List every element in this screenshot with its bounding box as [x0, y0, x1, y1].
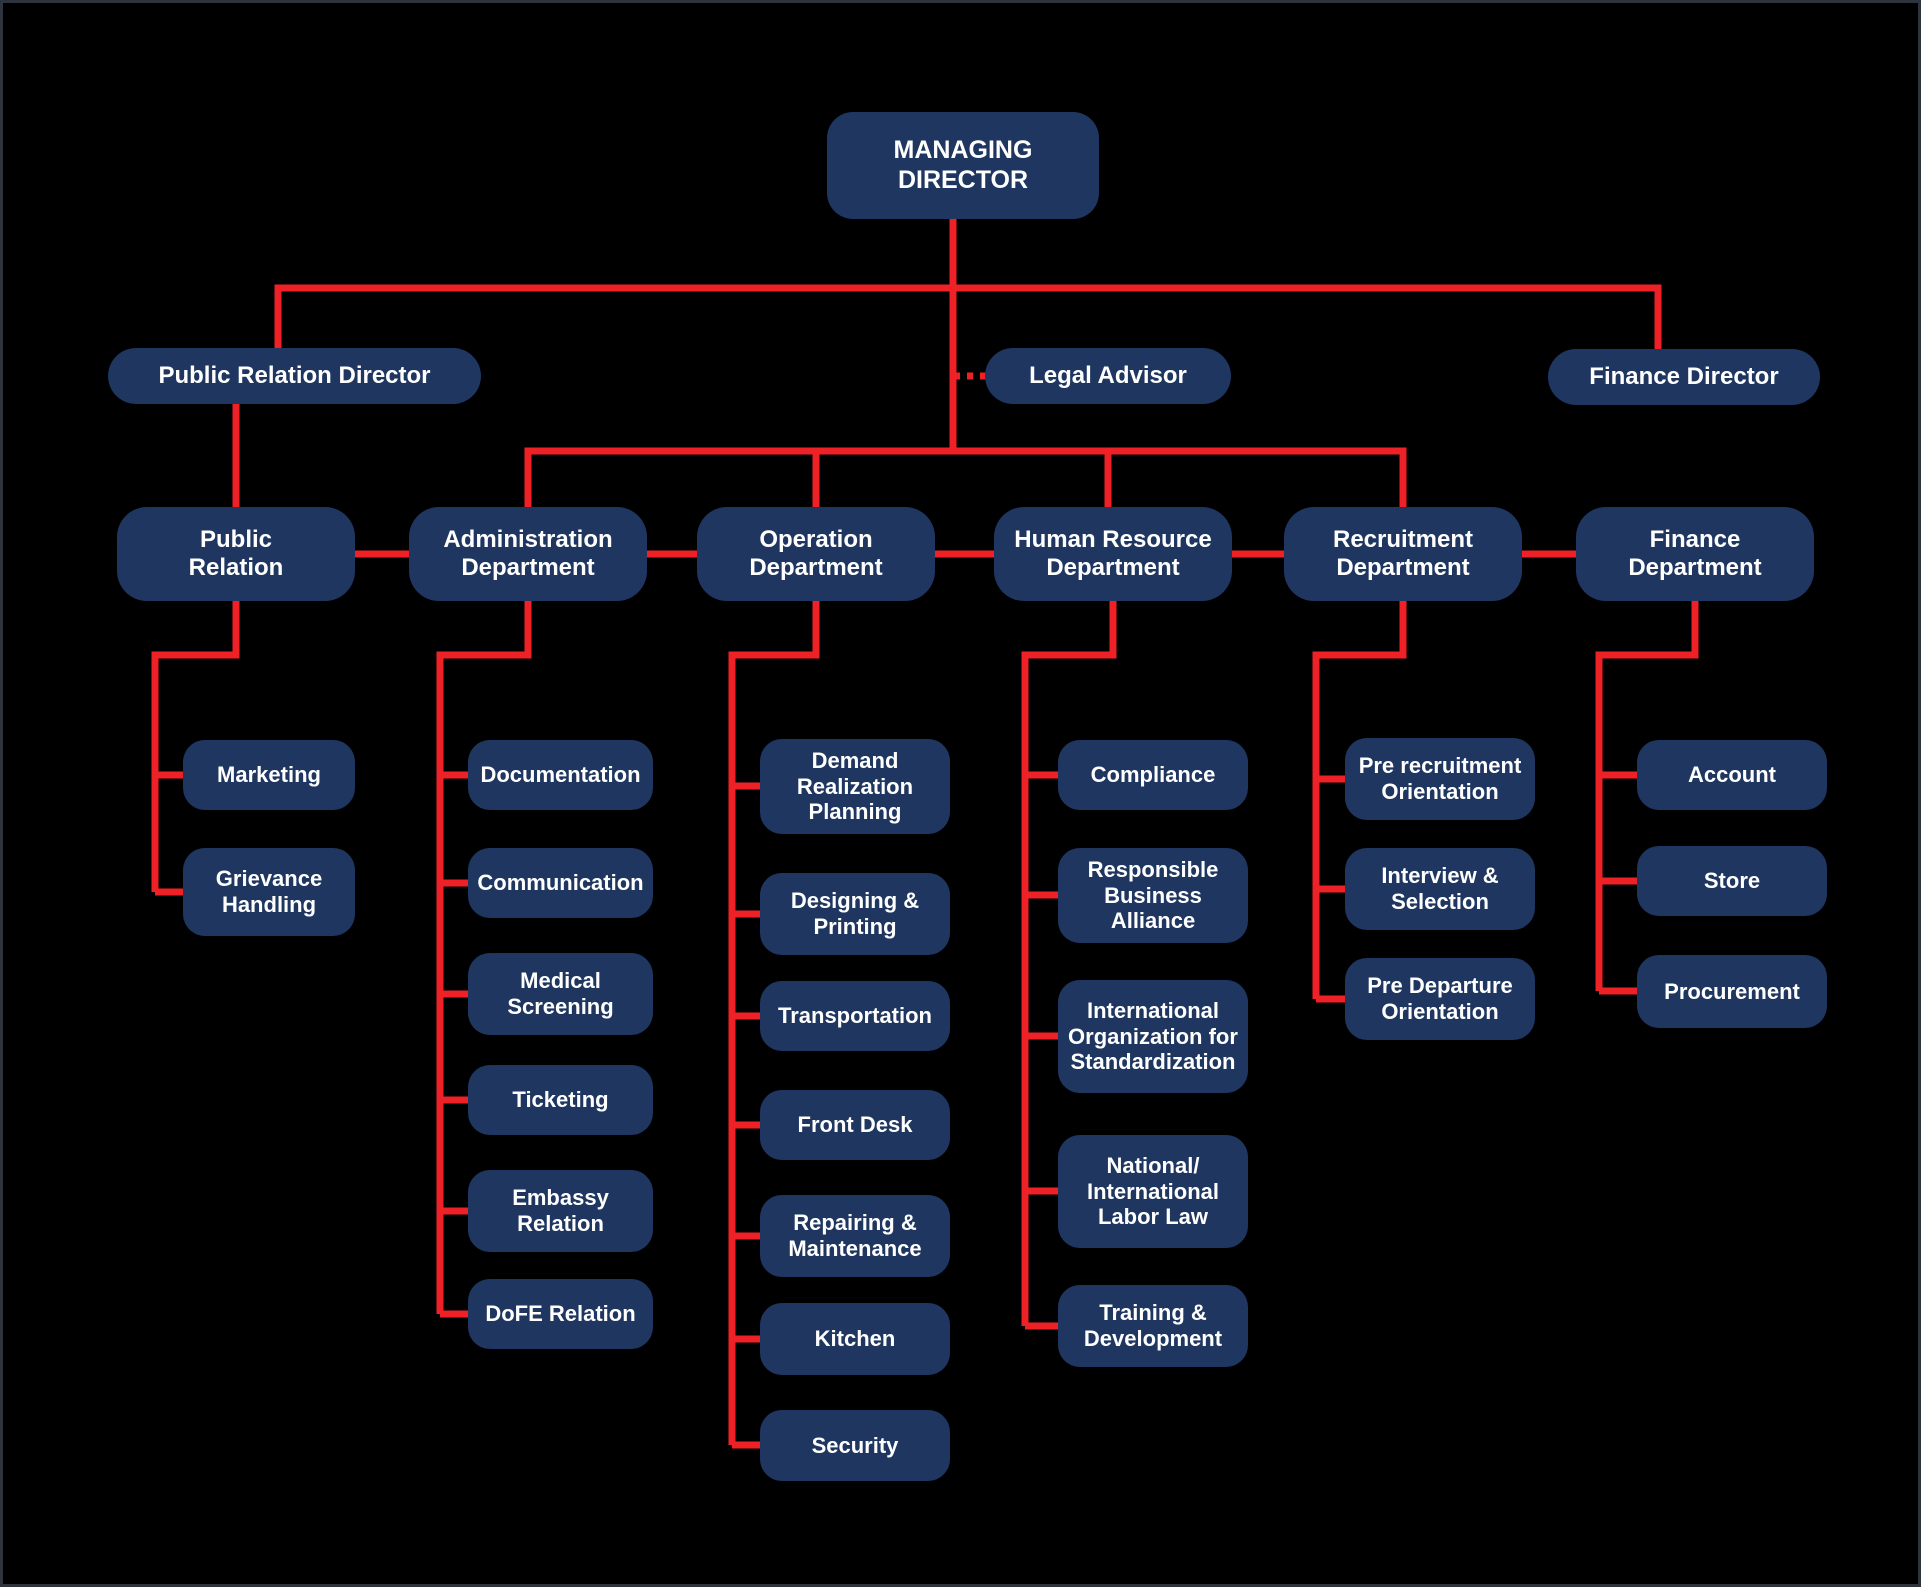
node-demand-realization-planning: Demand Realization Planning [760, 739, 950, 834]
node-repairing-maintenance: Repairing & Maintenance [760, 1195, 950, 1277]
connector-operation-subtree [728, 599, 820, 1449]
node-ticketing: Ticketing [468, 1065, 653, 1135]
node-documentation: Documentation [468, 740, 653, 810]
node-interview-selection: Interview & Selection [1345, 848, 1535, 930]
node-grievance-handling: Grievance Handling [183, 848, 355, 936]
node-account: Account [1637, 740, 1827, 810]
node-human-resource-department: Human Resource Department [994, 507, 1232, 601]
node-national-international-labor-law: National/ International Labor Law [1058, 1135, 1248, 1248]
node-public-relation-director: Public Relation Director [108, 348, 481, 404]
node-communication: Communication [468, 848, 653, 918]
node-security: Security [760, 1410, 950, 1481]
node-international-organization-for-standardization: International Organization for Standardi… [1058, 980, 1248, 1093]
node-medical-screening: Medical Screening [468, 953, 653, 1035]
connector-lines [151, 217, 1699, 1449]
node-operation-department: Operation Department [697, 507, 935, 601]
node-training-development: Training & Development [1058, 1285, 1248, 1367]
node-finance-department: Finance Department [1576, 507, 1814, 601]
node-responsible-business-alliance: Responsible Business Alliance [1058, 848, 1248, 943]
node-recruitment-department: Recruitment Department [1284, 507, 1522, 601]
node-front-desk: Front Desk [760, 1090, 950, 1160]
node-kitchen: Kitchen [760, 1303, 950, 1375]
connector-finance-subtree [1595, 599, 1699, 995]
node-finance-director: Finance Director [1548, 349, 1820, 405]
connector-department-bracket [524, 447, 1407, 511]
node-designing-printing: Designing & Printing [760, 873, 950, 955]
connector-administration-subtree [436, 599, 532, 1318]
node-public-relation: Public Relation [117, 507, 355, 601]
node-marketing: Marketing [183, 740, 355, 810]
node-embassy-relation: Embassy Relation [468, 1170, 653, 1252]
node-procurement: Procurement [1637, 955, 1827, 1028]
connector-human-resource-subtree [1021, 599, 1117, 1330]
node-transportation: Transportation [760, 981, 950, 1051]
node-administration-department: Administration Department [409, 507, 647, 601]
node-compliance: Compliance [1058, 740, 1248, 810]
connector-recruitment-subtree [1312, 599, 1407, 1003]
connector-public-relation-subtree [151, 599, 240, 896]
node-dofe-relation: DoFE Relation [468, 1279, 653, 1349]
node-pre-departure-orientation: Pre Departure Orientation [1345, 958, 1535, 1040]
node-store: Store [1637, 846, 1827, 916]
node-legal-advisor: Legal Advisor [985, 348, 1231, 404]
node-managing-director: MANAGING DIRECTOR [827, 112, 1099, 219]
connector-top-tree [274, 217, 1662, 454]
node-pre-recruitment-orientation: Pre recruitment Orientation [1345, 738, 1535, 820]
